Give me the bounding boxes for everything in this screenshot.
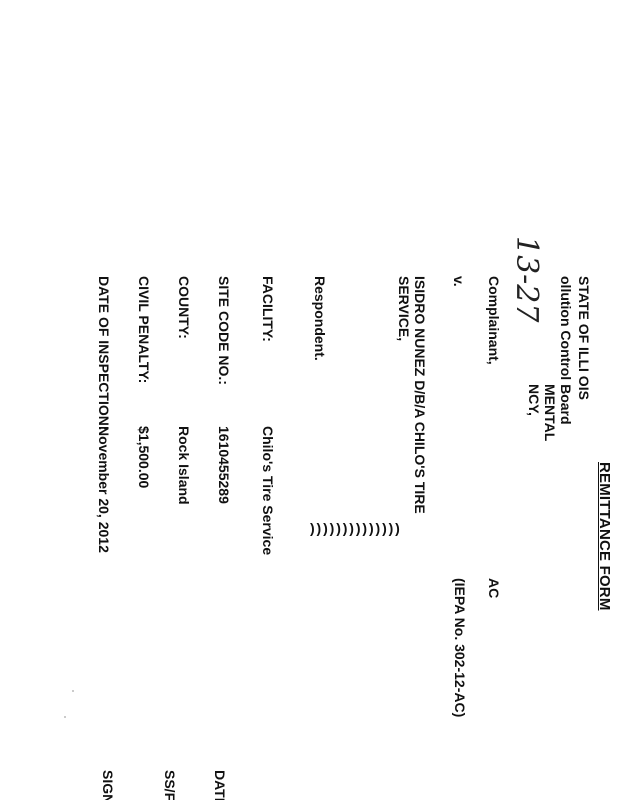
caption-state: STATE OF ILLI OIS [576, 276, 592, 400]
county-label: COUNTY: [176, 276, 192, 339]
caption-agency-line2: NCY, [526, 384, 542, 416]
facility-value: Chilo's Tire Service [260, 426, 276, 556]
respondent-name-line1: ISIDRO NUNEZ D/B/A CHILO'S TIRE [412, 276, 428, 514]
civil-penalty-value: $1,500.00 [136, 426, 152, 489]
case-type: AC [486, 578, 502, 599]
county-value: Rock Island [176, 426, 192, 505]
respondent-name-line2: SERVICE, [396, 276, 412, 342]
inspection-date-value: November 20, 2012 [96, 426, 112, 553]
date-label-cut: DATE [212, 770, 228, 800]
site-code-value: 1610455289 [216, 426, 232, 504]
facility-label: FACILITY: [260, 276, 276, 342]
ssfein-label-cut: SS/FEI [162, 770, 178, 800]
scan-speck [72, 690, 74, 692]
scan-speck [64, 716, 66, 718]
civil-penalty-label: CIVIL PENALTY: [136, 276, 152, 384]
caption-brace-marks: ) ) ) ) ) ) ) ) ) ) ) ) ) ) [310, 520, 399, 536]
inspection-date-label: DATE OF INSPECTION: [96, 276, 112, 431]
caption-agency-line1: MENTAL [542, 384, 558, 442]
caption-board: ollution Control Board [558, 276, 574, 425]
site-code-label: SITE CODE NO.: [216, 276, 232, 385]
versus-label: v. [451, 276, 467, 287]
signature-label-cut: SIGNA [100, 770, 116, 800]
iepa-number: (IEPA No. 302-12-AC) [452, 578, 468, 718]
respondent-label: Respondent. [312, 276, 328, 361]
complainant-label: Complainant, [486, 276, 502, 365]
handwritten-case-number: 13-27 [509, 236, 544, 323]
form-title: REMITTANCE FORM [596, 462, 613, 611]
